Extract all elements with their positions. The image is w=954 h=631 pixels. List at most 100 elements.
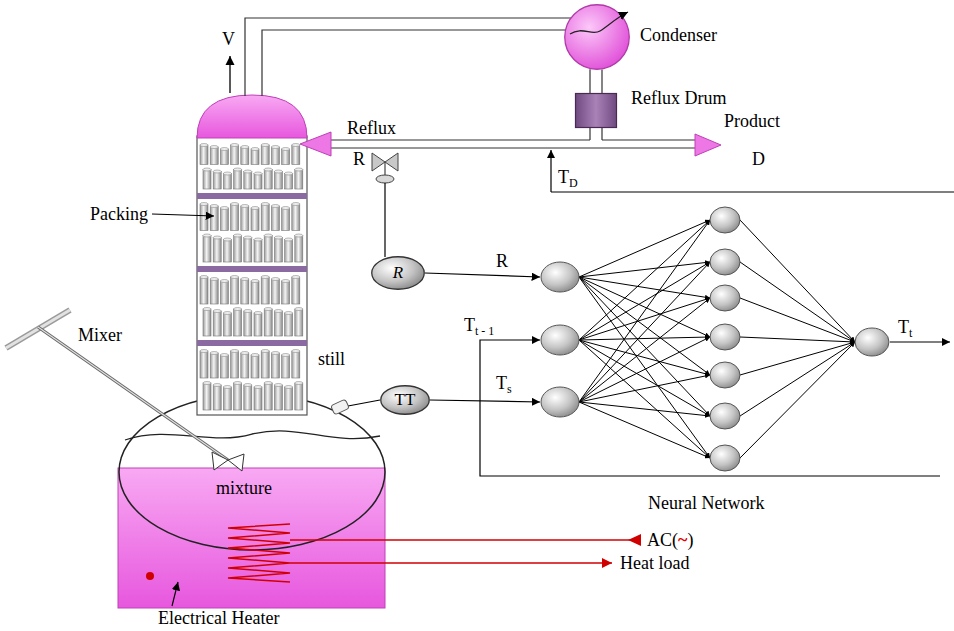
packing-cylinder	[254, 313, 262, 336]
vapor-pipe	[262, 30, 566, 96]
packing-cylinder	[200, 277, 208, 304]
packing-cylinder	[220, 355, 228, 378]
packing-cylinder	[282, 207, 290, 231]
power-label: Heat load	[620, 554, 689, 572]
temperature-sensor	[331, 399, 350, 415]
packing-cylinder	[271, 353, 279, 378]
neuron	[541, 387, 579, 417]
reflux-pipe	[550, 150, 551, 192]
packing-cylinder	[285, 240, 293, 263]
packing-cylinder	[251, 148, 259, 151]
packing-cylinder	[264, 168, 272, 171]
packing-cylinder	[220, 280, 228, 305]
neuron	[710, 445, 740, 471]
packing-cylinder	[234, 168, 242, 171]
stream-label: Product	[724, 112, 780, 130]
reflux-pipe	[589, 128, 590, 140]
packing-cylinder	[285, 172, 293, 189]
packing-cylinder	[261, 144, 269, 165]
packing-cylinder	[264, 234, 272, 262]
packing-cylinder	[261, 203, 269, 206]
packing-cylinder	[292, 277, 300, 304]
packing-cylinder	[251, 354, 259, 379]
packing-cylinder	[223, 312, 231, 337]
packed-column	[197, 193, 307, 199]
packing-cylinder	[241, 147, 249, 165]
packing-cylinder	[234, 170, 242, 190]
packing-cylinder	[254, 174, 262, 190]
packing-cylinder	[292, 144, 300, 165]
packing-cylinder	[274, 238, 282, 263]
input-name: Ts	[496, 374, 512, 392]
packing-cylinder	[241, 278, 249, 281]
packing-cylinder	[292, 276, 300, 279]
packing-cylinder	[231, 350, 239, 353]
vapor-label: V	[222, 30, 235, 48]
still-flask	[125, 431, 380, 440]
pipe-line	[589, 69, 590, 93]
packing-cylinder	[254, 238, 262, 241]
condenser-outline	[565, 5, 630, 70]
packing-cylinder	[244, 311, 252, 336]
packing-cylinders	[200, 144, 303, 411]
packing-cylinder	[210, 279, 218, 304]
packing-cylinder	[254, 386, 262, 389]
heater	[118, 468, 385, 608]
packing-cylinder	[254, 387, 262, 410]
neuron	[710, 324, 740, 350]
packing-cylinder	[203, 234, 211, 262]
packing-cylinder	[241, 205, 249, 208]
reflux-valve	[376, 175, 394, 183]
network-link	[579, 337, 710, 402]
network-link	[579, 298, 710, 340]
packing-cylinder	[210, 278, 218, 281]
packing-cylinder	[261, 145, 269, 165]
neuron	[855, 328, 889, 356]
packing-cylinder	[244, 385, 252, 410]
packing-cylinder	[241, 206, 249, 231]
packing-cylinder	[261, 277, 269, 304]
packing-cylinder	[261, 350, 269, 353]
node-label: Condenser	[640, 26, 717, 44]
network-link	[579, 337, 710, 340]
neural-network	[541, 207, 889, 471]
section-title: Neural Network	[648, 494, 764, 512]
node-label: Reflux Drum	[631, 89, 726, 107]
coolant-flow	[570, 12, 628, 34]
packing-cylinder	[274, 170, 282, 173]
packing-cylinder	[220, 354, 228, 357]
packing-cylinder	[213, 170, 221, 189]
packing-cylinder	[210, 352, 218, 379]
packing-cylinder	[264, 309, 272, 336]
packing-cylinder	[295, 382, 303, 385]
signal-wires	[348, 273, 950, 476]
reflux-valve	[372, 153, 385, 171]
packing-cylinder	[282, 148, 290, 151]
packing-cylinder	[200, 203, 208, 206]
packing-cylinder	[223, 174, 231, 190]
packing-cylinder	[261, 276, 269, 279]
packing-cylinder	[292, 350, 300, 379]
reflux-pipe	[695, 134, 721, 156]
part-name: still	[318, 350, 345, 368]
mixer	[212, 452, 228, 470]
reflux-pipe	[300, 132, 331, 156]
packing-cylinder	[292, 144, 300, 147]
packing-cylinder	[223, 238, 231, 241]
packed-column	[197, 266, 307, 272]
packing-cylinder	[213, 170, 221, 173]
network-link	[579, 277, 710, 375]
input-name: R	[496, 252, 508, 270]
packing-cylinder	[220, 354, 228, 379]
packing-cylinder	[223, 387, 231, 410]
packing-cylinder	[223, 312, 231, 315]
controller-circle: R	[371, 256, 425, 290]
packing-cylinder	[292, 203, 300, 206]
reflux-pipe	[330, 139, 590, 140]
mixer	[38, 327, 228, 460]
packing-cylinder	[223, 386, 231, 411]
packing-cylinder	[295, 383, 303, 410]
packing-cylinder	[285, 312, 293, 315]
valve-label: R	[353, 150, 365, 168]
